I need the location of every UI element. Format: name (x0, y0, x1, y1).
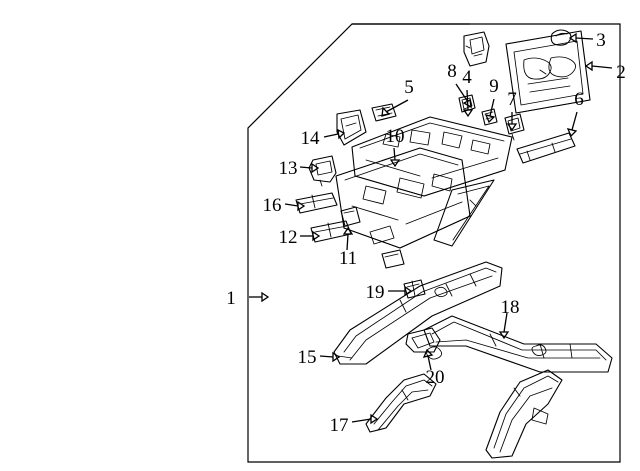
callout-label-12: 12 (279, 227, 298, 248)
callout-label-7: 7 (507, 89, 517, 110)
callout-label-19: 19 (366, 282, 385, 303)
callout-labels: 1 2 3 4 5 6 7 8 9 10 11 12 13 14 15 16 1… (226, 30, 626, 436)
callout-label-8: 8 (447, 61, 457, 82)
callout-leaders (249, 32, 613, 425)
callout-label-17: 17 (330, 415, 349, 436)
callout-label-4: 4 (462, 67, 472, 88)
part-16-bracket (295, 192, 338, 214)
callout-label-16: 16 (263, 195, 282, 216)
main-floor-panel (335, 147, 471, 249)
callout-label-14: 14 (301, 128, 321, 149)
part-17-lower-rail (365, 373, 437, 433)
part-14-bracket (336, 109, 367, 146)
part-18-right-side-rail (423, 315, 613, 373)
part-20-bracket (405, 327, 441, 353)
fastener-cluster (425, 286, 547, 360)
callout-label-20: 20 (426, 367, 445, 388)
part-5-clip (371, 103, 397, 122)
callout-label-13: 13 (279, 158, 298, 179)
part-10-center-floor-panel (351, 116, 513, 197)
part-11-clip (340, 206, 361, 227)
callout-label-3: 3 (596, 30, 606, 51)
cross-member-diagonal (433, 179, 495, 247)
callout-label-5: 5 (404, 77, 414, 98)
diagram-border (247, 23, 621, 463)
callout-label-1: 1 (226, 288, 236, 309)
callout-label-18: 18 (501, 297, 520, 318)
part-15-left-side-rail (333, 261, 503, 365)
callout-label-15: 15 (298, 347, 317, 368)
callout-label-6: 6 (574, 89, 584, 110)
callout-label-2: 2 (616, 62, 626, 83)
lower-right-rail (485, 369, 563, 459)
callout-label-10: 10 (386, 126, 405, 147)
small-bracket-lower-center (381, 249, 405, 269)
part-2-rear-floor-panel (505, 30, 591, 114)
callout-label-11: 11 (339, 248, 357, 269)
callout-label-9: 9 (489, 76, 499, 97)
part-6-side-rail (516, 132, 576, 164)
part-8-bracket (463, 31, 490, 67)
